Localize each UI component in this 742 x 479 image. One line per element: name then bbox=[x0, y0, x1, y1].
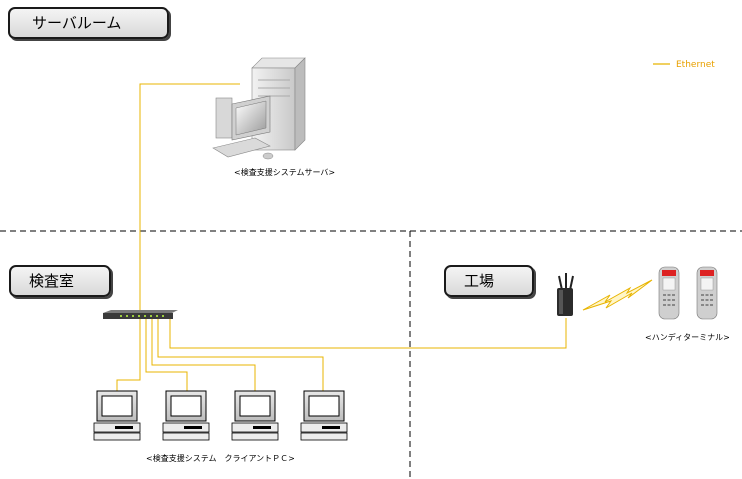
zone-label-factory: 工場 bbox=[444, 265, 534, 297]
server-icon bbox=[212, 57, 306, 160]
server-uplink bbox=[139, 83, 240, 312]
client-1-link bbox=[116, 318, 141, 393]
ethernet-lines bbox=[116, 83, 567, 393]
zone-factory-text: 工場 bbox=[464, 272, 495, 290]
handheld-terminal-icon bbox=[696, 266, 718, 320]
router-link bbox=[169, 318, 567, 349]
wireless-signal-icon bbox=[582, 279, 653, 311]
client-pc-icon bbox=[162, 390, 210, 441]
network-switch-icon bbox=[103, 310, 178, 319]
client-pc-icon bbox=[300, 390, 348, 441]
handheld-caption: <ハンディターミナル> bbox=[645, 333, 730, 342]
server-caption: <検査支援システムサーバ> bbox=[234, 168, 336, 177]
client-caption: <検査支援システム クライアントＰＣ> bbox=[146, 454, 295, 463]
wireless-router-icon bbox=[557, 273, 574, 316]
handheld-terminal-icon bbox=[658, 266, 680, 320]
legend-label: Ethernet bbox=[676, 60, 715, 70]
client-pc-icon bbox=[231, 390, 279, 441]
client-2-link bbox=[145, 318, 188, 393]
client-4-link bbox=[157, 318, 324, 393]
client-pc-icon bbox=[93, 390, 141, 441]
zone-inspection-room-text: 検査室 bbox=[29, 272, 75, 290]
zone-label-server-room: サーバルーム bbox=[8, 7, 169, 39]
zone-dividers bbox=[0, 230, 742, 479]
zone-server-room-text: サーバルーム bbox=[32, 14, 122, 32]
client-3-link bbox=[151, 318, 256, 393]
zone-label-inspection-room: 検査室 bbox=[9, 265, 111, 297]
